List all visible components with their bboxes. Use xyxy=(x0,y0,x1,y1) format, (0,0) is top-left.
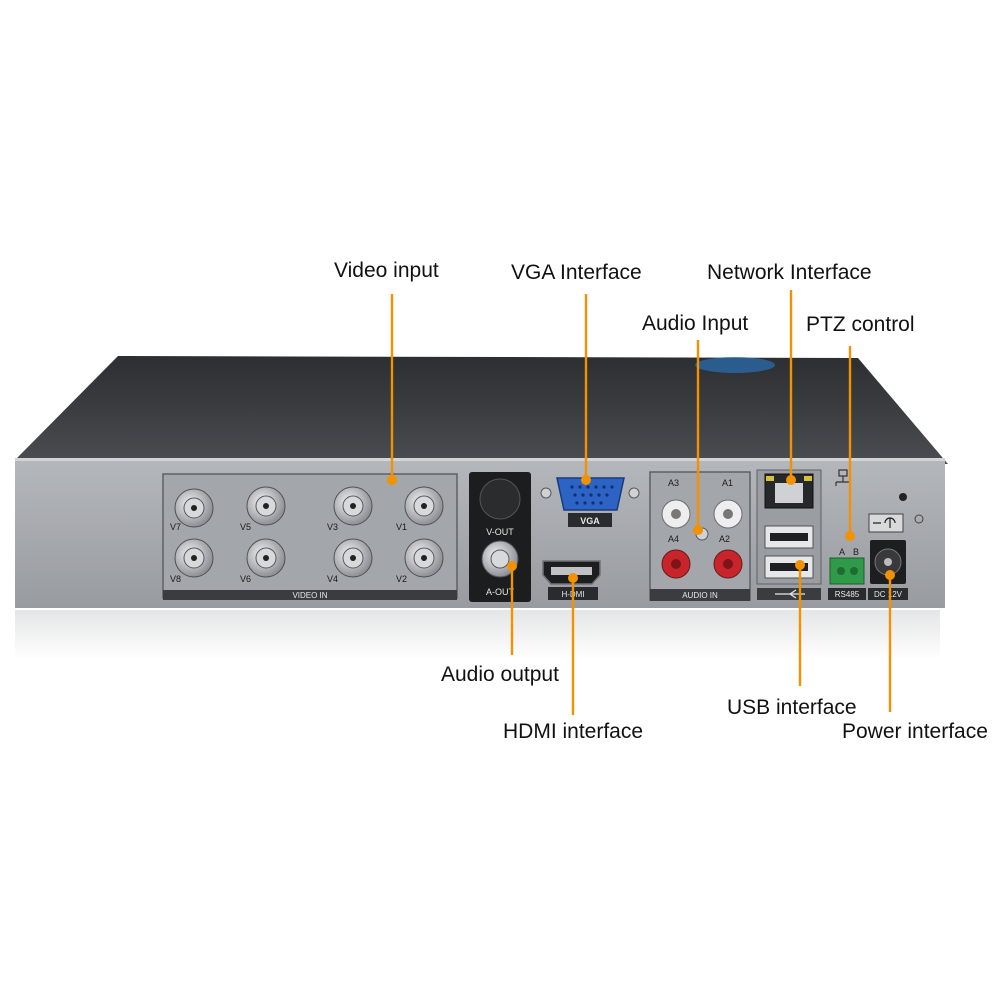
bnc-label: V5 xyxy=(240,522,251,532)
bnc-label: V2 xyxy=(396,574,407,584)
rj45-led-left xyxy=(766,476,774,481)
dc12v-label-bg xyxy=(868,588,908,600)
bnc-v5 xyxy=(246,486,286,526)
hdmi-port-inner xyxy=(551,567,592,575)
indicator-dot xyxy=(899,493,907,501)
vga-label-bg xyxy=(568,513,612,527)
bnc-label: V1 xyxy=(396,522,407,532)
rs485-label-bg xyxy=(828,588,866,600)
rca-white-a3 xyxy=(661,499,691,529)
power-jack-pin xyxy=(884,558,892,566)
vga-screw-right xyxy=(628,487,640,499)
bnc-v7 xyxy=(174,488,214,528)
audio-in-strip xyxy=(650,589,750,601)
vout-port xyxy=(479,478,521,520)
audio-port-label: A2 xyxy=(719,534,730,544)
audio-port-label: A4 xyxy=(668,534,679,544)
bnc-labels: V7 V5 V3 V1 V8 V6 V4 V2 xyxy=(170,522,407,584)
bnc-v2 xyxy=(404,538,444,578)
bnc-v3 xyxy=(333,486,373,526)
ground-symbol-icon xyxy=(914,514,924,524)
bnc-label: V4 xyxy=(327,574,338,584)
audio-port-label: A3 xyxy=(668,478,679,488)
ptz-screw-b xyxy=(850,567,858,575)
leader-endpoints xyxy=(387,475,895,583)
callout-power-interface: Power interface xyxy=(842,720,988,743)
bnc-label: V3 xyxy=(327,522,338,532)
rj45-inner xyxy=(775,483,803,503)
ptz-terminal xyxy=(829,557,865,585)
video-in-label: VIDEO IN xyxy=(292,591,327,600)
dc12v-label: DC 12V xyxy=(874,590,903,599)
rca-red-a4 xyxy=(661,549,691,579)
ptz-screw-a xyxy=(837,567,845,575)
vga-pins xyxy=(570,485,614,505)
bnc-label: V7 xyxy=(170,522,181,532)
floor-reflection xyxy=(15,610,940,660)
rs485-label: RS485 xyxy=(835,590,860,599)
vout-label: V-OUT xyxy=(486,527,514,537)
callout-ptz-control: PTZ control xyxy=(806,313,915,336)
callout-audio-input: Audio Input xyxy=(642,312,749,335)
bnc-v6 xyxy=(246,538,286,578)
rca-white-a1 xyxy=(713,499,743,529)
rca-red-a2 xyxy=(713,549,743,579)
rj45-led-right xyxy=(804,476,812,481)
rear-panel-edge xyxy=(15,458,945,461)
aout-bnc-inner xyxy=(490,549,510,569)
callout-hdmi-interface: HDMI interface xyxy=(503,720,644,743)
bnc-label: V6 xyxy=(240,574,251,584)
callout-audio-output: Audio output xyxy=(441,663,559,686)
usb-port-top-inner xyxy=(770,533,808,541)
vga-screw-left xyxy=(540,487,552,499)
bnc-label: V8 xyxy=(170,574,181,584)
leader-lines xyxy=(390,290,892,715)
brand-logo xyxy=(695,357,775,373)
audio-in-label: AUDIO IN xyxy=(682,591,718,600)
bnc-v8 xyxy=(174,538,214,578)
vga-label: VGA xyxy=(580,516,600,526)
callout-usb-interface: USB interface xyxy=(727,696,857,719)
dvr-top-cover xyxy=(15,356,948,464)
dc-polarity-box xyxy=(868,513,904,533)
bnc-v4 xyxy=(333,538,373,578)
video-in-strip xyxy=(163,590,457,600)
video-in-block xyxy=(162,473,458,599)
callout-network-interface: Network Interface xyxy=(707,261,872,284)
usb-port-bottom-inner xyxy=(770,563,808,571)
dc-polarity-icon xyxy=(873,517,896,528)
audio-port-label: A1 xyxy=(722,478,733,488)
ptz-a-label: A xyxy=(839,547,845,557)
network-icon xyxy=(835,469,851,486)
bnc-connectors xyxy=(174,486,444,578)
callout-video-input: Video input xyxy=(334,259,439,282)
bnc-v1 xyxy=(404,486,444,526)
callout-vga-interface: VGA Interface xyxy=(511,261,642,284)
aout-label: A-OUT xyxy=(486,587,515,597)
ptz-b-label: B xyxy=(853,547,859,557)
